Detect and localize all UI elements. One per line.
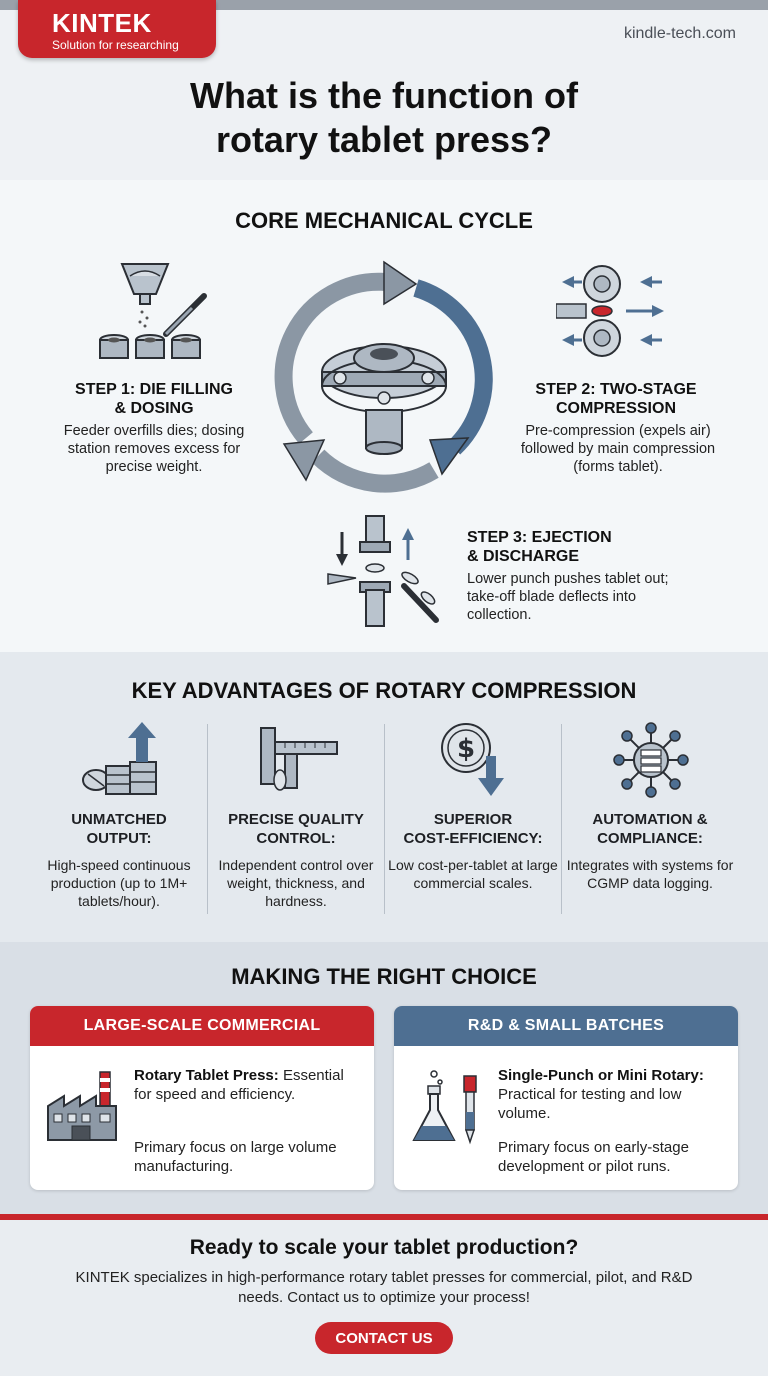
- ejection-punch-icon: [327, 515, 439, 627]
- advantage-output-title-line2: OUTPUT:: [86, 830, 152, 847]
- step1-title-line1: STEP 1: DIE FILLING: [75, 381, 233, 398]
- advantage-quality-title-line2: CONTROL:: [256, 830, 336, 847]
- step3-title-line2: & DISCHARGE: [467, 548, 580, 565]
- caliper-icon: [260, 727, 338, 791]
- cycle-heading: CORE MECHANICAL CYCLE: [235, 208, 533, 233]
- card-large-scale-text: Essential for speed and efficiency.: [134, 1067, 344, 1103]
- step1-title: STEP 1: DIE FILLING & DOSING: [60, 380, 248, 418]
- advantage-cost-title: SUPERIOR COST-EFFICIENCY:: [384, 810, 562, 848]
- advantage-quality-title-line1: PRECISE QUALITY: [228, 811, 364, 828]
- kintek-logo[interactable]: KINTEK Solution for researching: [18, 0, 216, 58]
- step1-title-line2: & DOSING: [114, 400, 194, 417]
- step2-desc: Pre-compression (expels air) followed by…: [520, 423, 716, 475]
- advantage-output-desc: High-speed continuous production (up to …: [47, 857, 191, 909]
- flask-pipette-icon: [412, 1070, 477, 1145]
- card-large-scale-bold: Rotary Tablet Press:: [134, 1067, 279, 1084]
- advantage-automation-title: AUTOMATION & COMPLIANCE:: [561, 810, 739, 848]
- card-large-scale: LARGE-SCALE COMMERCIAL Rotary Tablet Pre…: [30, 1006, 374, 1190]
- advantage-automation-title-line2: COMPLIANCE:: [597, 830, 703, 847]
- step1-desc: Feeder overfills dies; dosing station re…: [63, 423, 245, 475]
- advantage-quality-title: PRECISE QUALITY CONTROL:: [207, 810, 385, 848]
- network-server-icon: [613, 722, 689, 798]
- site-url[interactable]: kindle-tech.com: [623, 25, 736, 42]
- svg-text:$: $: [457, 734, 475, 764]
- card-rd-small-focus: Primary focus on early-stage development…: [498, 1139, 689, 1175]
- advantage-output-title-line1: UNMATCHED: [71, 811, 167, 828]
- advantage-automation: AUTOMATION & COMPLIANCE: Integrates with…: [561, 722, 739, 922]
- logo-brand: KINTEK: [52, 8, 152, 38]
- step2-title-line2: COMPRESSION: [555, 400, 676, 417]
- page-title: What is the function of rotary tablet pr…: [0, 74, 768, 162]
- advantages-heading: KEY ADVANTAGES OF ROTARY COMPRESSION: [131, 678, 637, 703]
- step3-title-line1: STEP 3: EJECTION: [467, 529, 612, 546]
- card-rd-small: R&D & SMALL BATCHES Single-Punch or Mini…: [394, 1006, 738, 1190]
- cta-text: KINTEK specializes in high-performance r…: [75, 1269, 693, 1306]
- hopper-dies-icon: [99, 263, 207, 359]
- card-rd-small-body: Single-Punch or Mini Rotary: Practical f…: [498, 1066, 728, 1123]
- step2-title-line1: STEP 2: TWO-STAGE: [535, 381, 697, 398]
- dollar-down-icon: $: [441, 723, 504, 796]
- card-large-scale-body: Rotary Tablet Press: Essential for speed…: [134, 1066, 364, 1104]
- page-title-line1: What is the function of: [190, 75, 578, 116]
- card-rd-small-text: Practical for testing and low volume.: [498, 1086, 682, 1122]
- advantage-quality: PRECISE QUALITY CONTROL: Independent con…: [207, 722, 385, 922]
- step3-title: STEP 3: EJECTION & DISCHARGE: [467, 528, 687, 566]
- advantage-output: UNMATCHED OUTPUT: High-speed continuous …: [30, 722, 208, 922]
- advantage-quality-desc: Independent control over weight, thickne…: [218, 857, 374, 909]
- cta-divider: [0, 1214, 768, 1220]
- page-title-line2: rotary tablet press?: [215, 119, 553, 160]
- advantage-cost-desc: Low cost-per-tablet at large commercial …: [388, 857, 558, 891]
- advantage-divider: [207, 724, 208, 914]
- step3-desc: Lower punch pushes tablet out; take-off …: [467, 571, 669, 623]
- top-bar: [0, 0, 768, 10]
- advantage-automation-desc: Integrates with systems for CGMP data lo…: [566, 857, 734, 891]
- card-large-scale-header: LARGE-SCALE COMMERCIAL: [30, 1006, 374, 1046]
- card-rd-small-header: R&D & SMALL BATCHES: [394, 1006, 738, 1046]
- card-rd-small-bold: Single-Punch or Mini Rotary:: [498, 1067, 704, 1084]
- advantage-cost-title-line2: COST-EFFICIENCY:: [403, 830, 543, 847]
- tablet-stack-arrow-up-icon: [82, 722, 157, 795]
- advantage-divider: [561, 724, 562, 914]
- contact-us-button[interactable]: CONTACT US: [315, 1322, 453, 1354]
- logo-tagline: Solution for researching: [52, 38, 179, 52]
- cta-title: Ready to scale your tablet production?: [189, 1236, 579, 1259]
- advantage-automation-title-line1: AUTOMATION &: [592, 811, 708, 828]
- card-large-scale-focus: Primary focus on large volume manufactur…: [134, 1139, 337, 1175]
- advantage-cost: $ SUPERIOR COST-EFFICIENCY: Low cost-per…: [384, 722, 562, 922]
- choice-heading: MAKING THE RIGHT CHOICE: [231, 964, 537, 989]
- step2-title: STEP 2: TWO-STAGE COMPRESSION: [516, 380, 716, 418]
- rotating-turret-icon: [274, 260, 493, 493]
- compression-rollers-icon: [556, 265, 664, 357]
- advantage-cost-title-line1: SUPERIOR: [433, 811, 513, 828]
- factory-icon: [47, 1071, 117, 1141]
- advantage-output-title: UNMATCHED OUTPUT:: [30, 810, 208, 848]
- advantage-divider: [384, 724, 385, 914]
